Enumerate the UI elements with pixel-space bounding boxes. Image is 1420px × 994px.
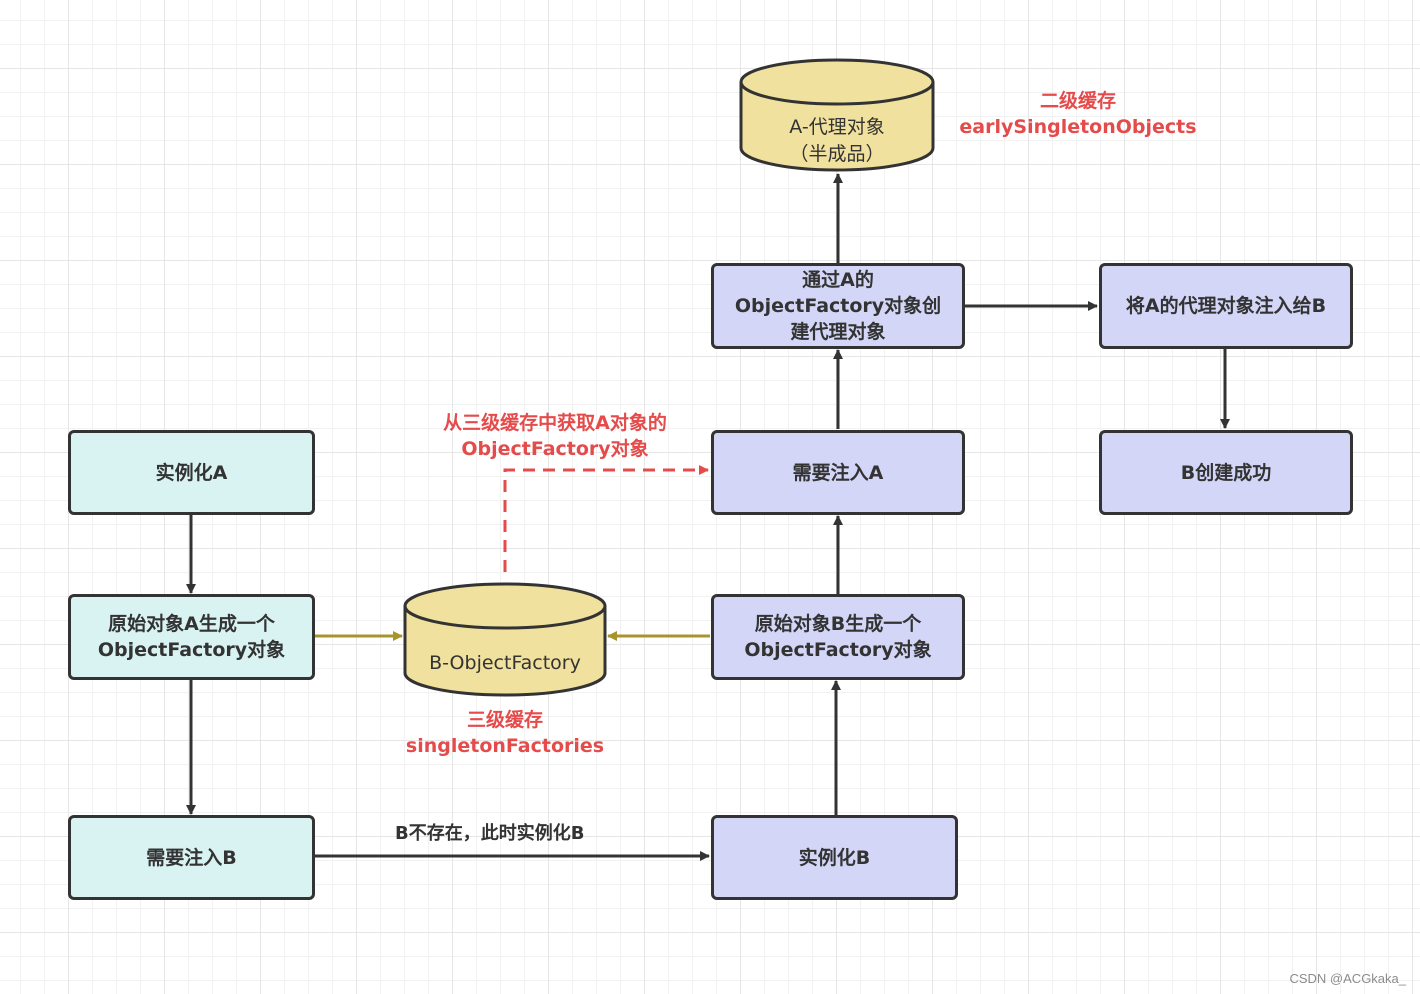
a-proxy-cache-cylinder <box>739 58 935 172</box>
node-inject-proxy-to-b[interactable]: 将A的代理对象注入给B <box>1099 263 1353 349</box>
third-level-cache-annotation: 三级缓存 singletonFactories <box>405 709 605 757</box>
node-raw-a-factory[interactable]: 原始对象A生成一个 ObjectFactory对象 <box>68 594 315 680</box>
get-factory-annotation: 从三级缓存中获取A对象的 ObjectFactory对象 <box>443 412 667 460</box>
b-factory-cache-cylinder <box>403 582 607 697</box>
a-proxy-cache-label: A-代理对象 （半成品） <box>789 116 885 165</box>
node-create-proxy[interactable]: 通过A的 ObjectFactory对象创 建代理对象 <box>711 263 965 349</box>
node-b-created[interactable]: B创建成功 <box>1099 430 1353 515</box>
edge-label-b-not-exist: B不存在，此时实例化B <box>395 823 585 844</box>
node-need-inject-b[interactable]: 需要注入B <box>68 815 315 900</box>
edge-factory-cache-to-need-inject-a <box>503 465 709 572</box>
watermark: CSDN @ACGkaka_ <box>1289 971 1406 986</box>
b-factory-cache-label: B-ObjectFactory <box>429 652 581 674</box>
node-instantiate-b[interactable]: 实例化B <box>711 815 958 900</box>
node-instantiate-a[interactable]: 实例化A <box>68 430 315 515</box>
second-level-cache-annotation: 二级缓存 earlySingletonObjects <box>959 90 1197 138</box>
node-raw-b-factory[interactable]: 原始对象B生成一个 ObjectFactory对象 <box>711 594 965 680</box>
node-need-inject-a[interactable]: 需要注入A <box>711 430 965 515</box>
